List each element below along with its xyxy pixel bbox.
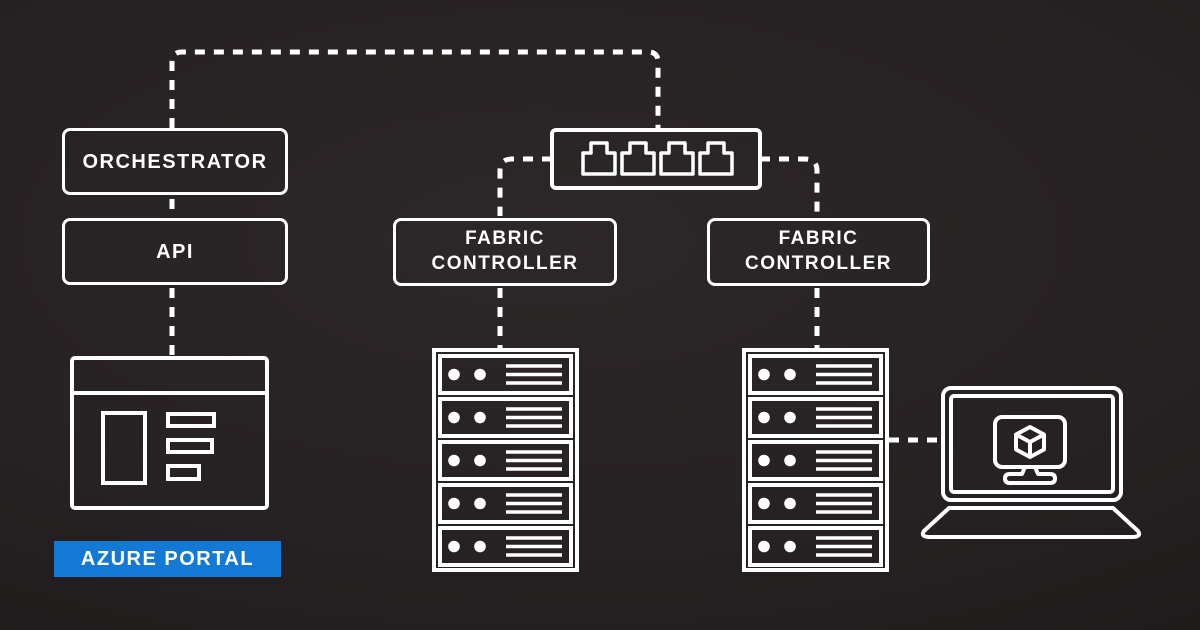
fabric-controller-left-label-line1: FABRIC: [465, 228, 545, 250]
server-rack-icon-left: [432, 348, 579, 572]
browser-window-icon: [70, 356, 269, 510]
node-fabric-controller-left: FABRIC CONTROLLER: [393, 218, 617, 286]
connector-switch-fc-right: [760, 156, 820, 216]
azure-portal-label: AZURE PORTAL: [54, 541, 281, 577]
node-fabric-controller-right: FABRIC CONTROLLER: [707, 218, 930, 286]
node-orchestrator: ORCHESTRATOR: [62, 128, 288, 195]
node-api: API: [62, 218, 288, 285]
laptop-vm-icon: [920, 386, 1142, 539]
connector-switch-fc-left: [497, 156, 552, 216]
fabric-controller-right-label-line2: CONTROLLER: [745, 253, 892, 274]
network-switch-icon: [550, 128, 762, 190]
fabric-controller-right-label-line1: FABRIC: [778, 228, 859, 250]
vm-cube-icon: [1014, 425, 1046, 459]
connector-orchestrator-switch: [169, 49, 661, 130]
server-rack-icon-right: [742, 348, 889, 572]
fabric-controller-left-label-line2: CONTROLLER: [431, 253, 579, 274]
